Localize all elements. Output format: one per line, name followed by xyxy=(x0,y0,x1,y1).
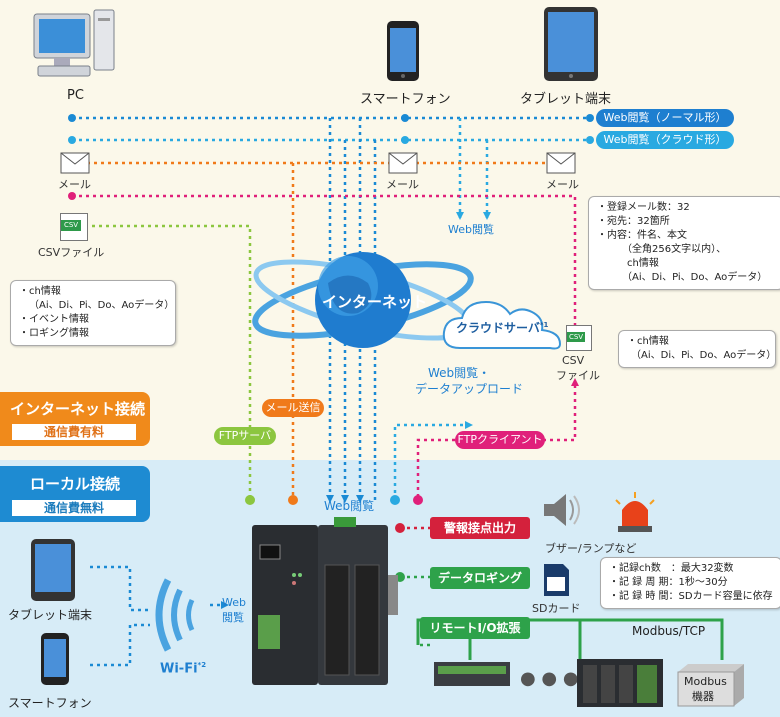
modbus-tcp-label: Modbus/TCP xyxy=(632,624,706,638)
web-view-label: Web閲覧 xyxy=(448,223,494,236)
smartphone-label: スマートフォン xyxy=(360,92,451,107)
wifi-web-label-1: Web xyxy=(222,596,246,609)
web-cloud-pill: Web閲覧（クラウド形） xyxy=(596,131,734,149)
tablet-icon xyxy=(544,7,598,81)
callout-cloud-csv: ・ch情報 （Ai、Di、Pi、Do、Aoデータ） xyxy=(618,330,776,368)
mail-send-pill: メール送信 xyxy=(262,399,324,417)
csv-file-icon: CSV xyxy=(60,213,88,241)
cloud-csv-label-2: ファイル xyxy=(556,369,600,382)
mail-label-left: メール xyxy=(58,178,91,191)
remote-io-tag: リモートI/O拡張 xyxy=(420,617,530,639)
upload-label-1: Web閲覧・ xyxy=(428,366,491,380)
controller-device xyxy=(252,517,398,685)
modbus-device-label-1: Modbus xyxy=(684,675,727,688)
wifi-web-label-2: 閲覧 xyxy=(222,611,244,624)
upload-label-2: データアップロード xyxy=(415,382,524,396)
data-logging-tag: データロギング xyxy=(430,567,530,589)
web-view-bottom-label: Web閲覧 xyxy=(324,499,375,513)
local-tablet-label: タブレット端末 xyxy=(8,608,93,622)
modbus-device-icon xyxy=(677,664,744,707)
pc-icon xyxy=(33,9,115,77)
remote-io-module xyxy=(434,662,510,686)
smartphone-icon xyxy=(387,21,419,81)
local-connection-title: ローカル接続 xyxy=(29,475,120,493)
modbus-plc-icon xyxy=(577,659,663,707)
wifi-icon xyxy=(155,578,195,652)
web-normal-pill: Web閲覧（ノーマル形） xyxy=(596,109,734,127)
cloud-shape xyxy=(442,300,562,350)
lamp-icon xyxy=(615,492,655,532)
local-smartphone-label: スマートフォン xyxy=(8,696,92,710)
local-smartphone-icon xyxy=(41,633,69,685)
internet-label: インターネット xyxy=(322,293,428,311)
callout-mail-spec: ・登録メール数：32 ・宛先：32箇所 ・内容：件名、本文 （全角256文字以内… xyxy=(588,196,780,290)
cloud-csv-label-1: CSV xyxy=(562,354,585,367)
modbus-device-label-2: 機器 xyxy=(692,690,714,703)
callout-logging-spec: ・記録ch数 ：最大32変数 ・記 録 周 期：1秒〜30分 ・記 録 時 間：… xyxy=(600,557,780,609)
internet-connection-title: インターネット接続 xyxy=(10,400,146,418)
internet-connection-sub: 通信費有料 xyxy=(12,424,136,440)
sd-card-icon xyxy=(544,564,569,596)
mail-icon-right xyxy=(546,152,576,174)
ellipsis-icon: ● ● ● xyxy=(520,668,579,689)
buzzer-icon xyxy=(544,494,580,526)
local-tablet-icon xyxy=(31,539,75,601)
tablet-label: タブレット端末 xyxy=(520,92,612,107)
buzzer-lamp-label: ブザー/ランプなど xyxy=(545,542,637,555)
pc-label: PC xyxy=(67,88,84,103)
cloud-csv-icon: CSV xyxy=(566,325,592,351)
alarm-output-tag: 警報接点出力 xyxy=(430,517,530,539)
local-connection-sub: 通信費無料 xyxy=(12,500,136,516)
ftp-server-pill: FTPサーバ xyxy=(214,427,276,445)
mail-label-mid: メール xyxy=(386,178,419,191)
mail-icon-left xyxy=(60,152,90,174)
mail-label-right: メール xyxy=(546,178,579,191)
internet-globe xyxy=(252,252,474,348)
csv-file-label: CSVファイル xyxy=(38,246,105,259)
mail-icon-mid xyxy=(388,152,418,174)
sd-card-label: SDカード xyxy=(532,602,581,615)
callout-csv-content: ・ch情報 （Ai、Di、Pi、Do、Aoデータ） ・イベント情報 ・ロギング情… xyxy=(10,280,176,346)
wifi-label: Wi-Fi*2 xyxy=(160,661,207,677)
cloud-server-label: クラウドサーバ*1 xyxy=(456,321,549,335)
ftp-client-pill: FTPクライアント xyxy=(455,431,545,449)
